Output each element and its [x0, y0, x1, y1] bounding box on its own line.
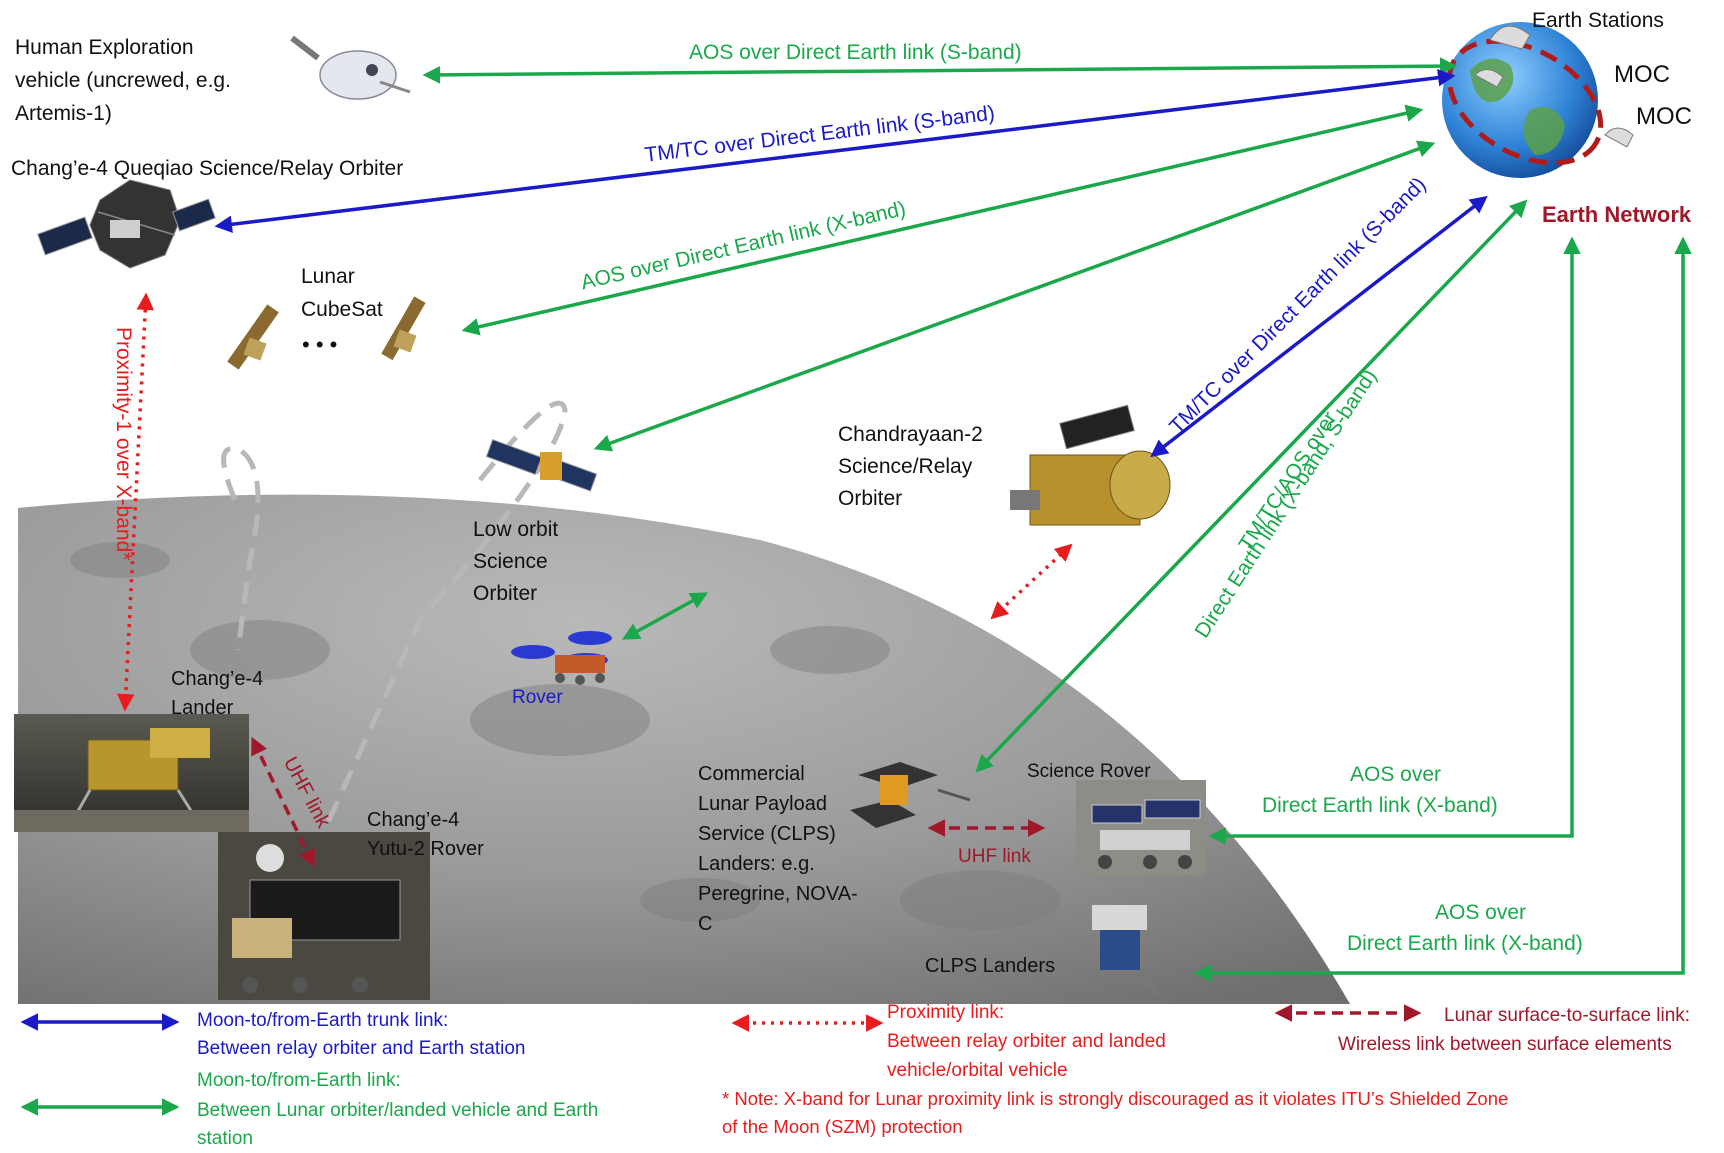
earth-globe — [1442, 22, 1634, 178]
aos-s-band-label: AOS over Direct Earth link (S-band) — [689, 41, 1022, 64]
uhf-clps-label: UHF link — [958, 846, 1031, 867]
uhf-lander-link — [251, 736, 315, 868]
chandrayaan-orbiter-icon — [1010, 404, 1171, 526]
moon-craters — [70, 542, 1060, 930]
human-exploration-vehicle-icon — [290, 35, 411, 100]
proximity-1-label: Proximity-1 over X-band* — [112, 327, 135, 561]
legend-samples — [20, 1004, 1422, 1116]
lunar-cubesat-icon — [227, 296, 426, 370]
clps-landers-photo — [1078, 905, 1162, 999]
cubesat-more-label: • • • — [302, 332, 338, 357]
moc-label-1: MOC — [1614, 61, 1670, 88]
rover-label: Rover — [512, 687, 563, 708]
change4-lander-photo — [14, 714, 249, 832]
queqiao-label: Chang’e-4 Queqiao Science/Relay Orbiter — [11, 157, 404, 180]
link-lines — [116, 57, 1692, 982]
low-orbit-orbiter-icon — [485, 439, 598, 492]
moc-label-2: MOC — [1636, 103, 1692, 130]
earth-stations-label: Earth Stations — [1532, 9, 1664, 32]
science-rover-photo — [1076, 780, 1206, 875]
clps-lander-icon — [850, 762, 971, 828]
orbit-paths — [221, 400, 568, 842]
aos-s-band-link — [422, 57, 1458, 84]
proximity-1-link — [116, 292, 155, 712]
rover-surface-link — [621, 592, 709, 640]
earth-network-label: Earth Network — [1542, 202, 1692, 227]
aos-clps-landers-link — [1193, 236, 1692, 982]
clps-landers-label: CLPS Landers — [925, 955, 1056, 977]
proximity-chandrayaan-link — [990, 543, 1073, 620]
queqiao-orbiter-icon — [37, 179, 216, 269]
rover-icon — [511, 631, 612, 685]
science-rover-label: Science Rover — [1027, 761, 1151, 782]
aos-x-band-cubesat-link — [461, 104, 1424, 336]
ground-station-dish-icon — [1474, 25, 1634, 148]
